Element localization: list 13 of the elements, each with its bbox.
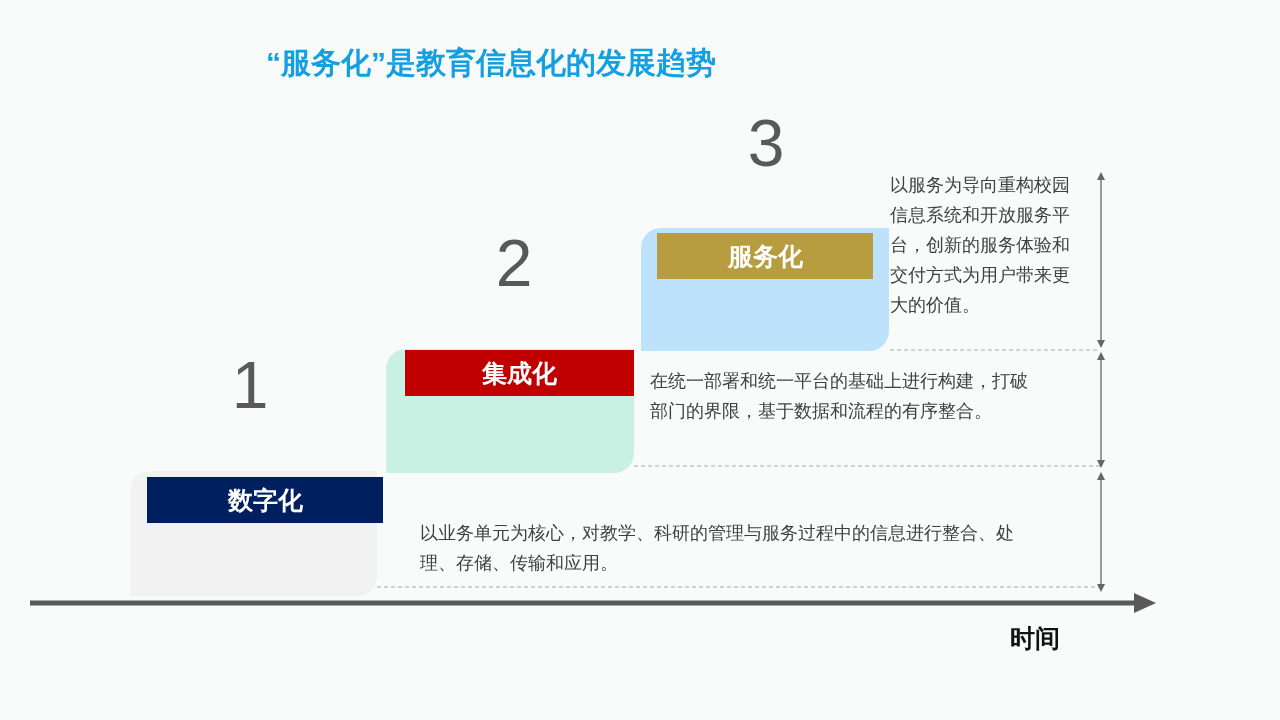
axis-label: 时间	[1010, 623, 1060, 654]
step-number: 1	[230, 352, 270, 422]
step-number: 2	[494, 230, 534, 300]
page-title: “服务化”是教育信息化的发展趋势	[266, 45, 716, 81]
step-description: 在统一部署和统一平台的基础上进行构建，打破部门的界限，基于数据和流程的有序整合。	[650, 370, 1029, 423]
title-banner: 数字化	[147, 477, 383, 523]
step-card	[641, 228, 889, 351]
step-description: 以业务单元为核心，对教学、科研的管理与服务过程中的信息进行整合、处理、存储、传输和应用。	[420, 522, 1015, 575]
step-description: 以服务为导向重构校园信息系统和开放服务平台，创新的服务体验和交付方式为用户带来更大的价值。	[890, 174, 1071, 317]
step-number: 3	[746, 110, 786, 180]
title-banner: 服务化	[657, 233, 873, 279]
step-card	[386, 349, 634, 473]
title-banner: 集成化	[405, 350, 634, 396]
